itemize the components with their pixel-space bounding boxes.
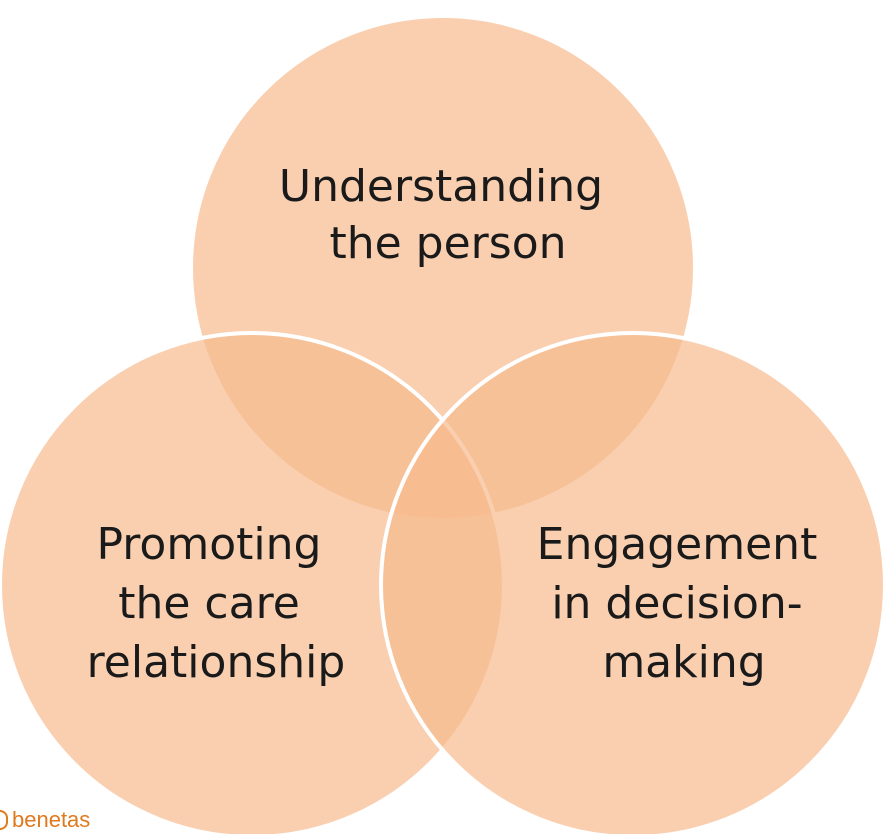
label-right-line-1: Engagement [537,519,818,570]
benetas-logo-text: benetas [12,807,91,832]
label-left-line-3: relationship [87,637,346,688]
label-top-line-2: the person [329,218,566,269]
benetas-logo: benetas [0,806,90,834]
benetas-logo-mark-icon [0,810,8,830]
label-left-line-1: Promoting [97,519,322,570]
label-understanding-the-person: Understanding the person [279,161,617,269]
label-left-line-2: the care [118,578,300,629]
label-right-line-3: making [602,637,765,688]
label-promoting-the-care-relationship: Promoting the care relationship [87,519,346,688]
circle-engagement-in-decision-making [379,331,885,834]
label-right-line-2: in decision- [551,578,802,629]
label-top-line-1: Understanding [279,161,603,212]
label-engagement-in-decision-making: Engagement in decision- making [537,519,832,688]
